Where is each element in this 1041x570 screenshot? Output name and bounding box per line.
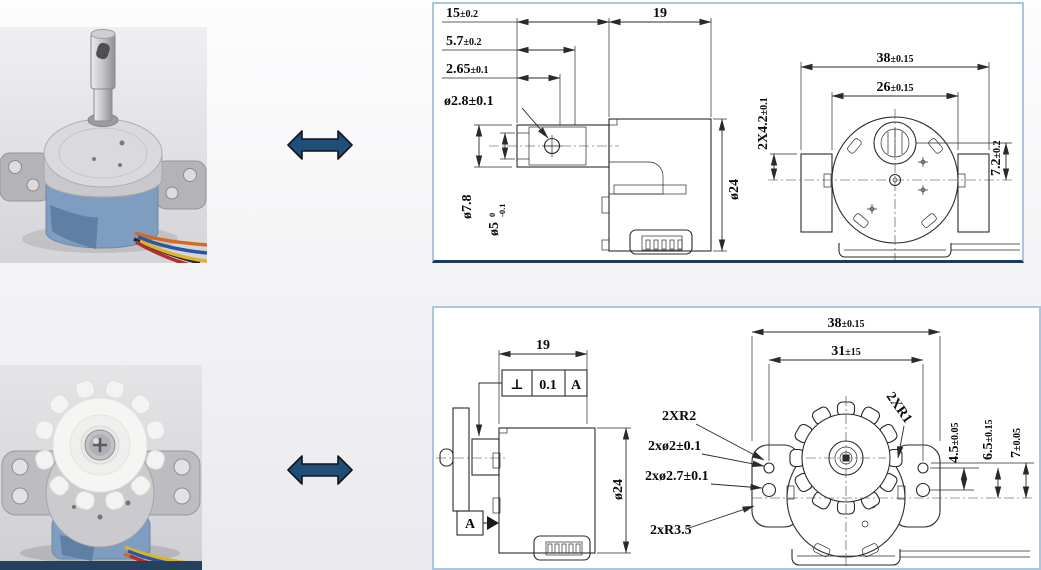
label-2xd2-7: 2xø2.7±0.1 [645, 469, 709, 484]
svg-text:0: 0 [487, 213, 497, 217]
face-hole-marks [867, 157, 928, 214]
double-arrow-icon [287, 130, 353, 160]
label-2xr1: 2XR1 [883, 390, 915, 427]
drawing-panel-top: 15±0.2 5.7±0.2 2.65±0.1 ø2.8±0.1 19 [432, 2, 1024, 263]
photo-bottom-strip [0, 561, 202, 570]
shaft-collar [471, 438, 500, 476]
photo-bottom-illustration [0, 365, 202, 570]
label-2xr2: 2XR2 [662, 409, 696, 424]
front-view-dims: 38±0.15 26±0.15 2X4.2±0.1 7.2±0.2 [756, 51, 1012, 181]
connector [533, 535, 591, 561]
dim-2-65: 2.65±0.1 [446, 62, 489, 77]
svg-text:ø5: ø5 [487, 222, 502, 236]
drawing-bottom: 19 ⊥ 0.1 A A ø [436, 316, 1034, 566]
double-arrow-icon [287, 455, 353, 485]
bracket [609, 161, 664, 195]
drawing-top: 15±0.2 5.7±0.2 2.65±0.1 ø2.8±0.1 19 [442, 6, 1020, 260]
connector [629, 229, 693, 255]
mounting-ear-left [0, 152, 51, 202]
dim-19: 19 [536, 338, 550, 353]
dim-dia2-8: ø2.8±0.1 [444, 94, 494, 109]
output-shaft [87, 29, 119, 127]
dim-2x4-2: 2X4.2±0.1 [756, 97, 771, 150]
length-dims: 15±0.2 5.7±0.2 2.65±0.1 ø2.8±0.1 19 [442, 6, 712, 139]
feature-control-frame: ⊥ 0.1 A [501, 369, 588, 397]
dim-dia24: ø24 [611, 479, 626, 500]
front-view [751, 396, 1034, 566]
front-view [768, 109, 1020, 260]
gearbox-top [43, 118, 163, 198]
side-view-dims: 19 ⊥ 0.1 A A ø [456, 338, 631, 554]
dim-dia7-8: ø7.8 [460, 195, 475, 220]
motor-body-outline [498, 427, 596, 554]
center-screw [84, 429, 116, 461]
dim-6-5: 6.5±0.15 [981, 420, 996, 461]
dim-15: 15±0.2 [446, 6, 478, 21]
white-plastic-gear [34, 379, 166, 511]
label-2xd2: 2xø2±0.1 [648, 439, 701, 454]
dim-31: 31±15 [831, 344, 861, 359]
side-view [489, 118, 712, 255]
fcf-symbol: ⊥ [510, 378, 523, 393]
svg-text:-0.1: -0.1 [497, 204, 507, 217]
gear-side [452, 407, 470, 512]
photo-top-illustration [0, 27, 207, 263]
dim-4-5: 4.5±0.05 [947, 423, 962, 464]
datum-flag: A [456, 510, 499, 536]
ear-right [957, 153, 990, 233]
mounting-ear-right [155, 160, 207, 210]
fcf-leader [475, 382, 502, 437]
fcf-datum: A [571, 378, 582, 393]
datum-label: A [465, 517, 476, 532]
lead-wires [133, 231, 207, 263]
ear-left [800, 153, 833, 233]
leader-dia2-8 [521, 107, 549, 139]
side-view [436, 407, 596, 561]
dim-7: 7±0.05 [1009, 428, 1024, 458]
datum-triangle [487, 516, 499, 530]
dim-dia24: ø24 [727, 179, 742, 200]
diameter-dims: ø7.8 ø5 0 -0.1 ø24 [460, 118, 742, 252]
dim-5-7: 5.7±0.2 [446, 34, 482, 49]
fcf-value: 0.1 [539, 378, 557, 393]
dim-38: 38±0.15 [828, 316, 865, 331]
dim-7-2: 7.2±0.2 [989, 141, 1004, 177]
dim-38: 38±0.15 [877, 51, 914, 66]
dim-dia5: ø5 0 -0.1 [487, 204, 507, 236]
photo-gear-motor-pinion [0, 365, 202, 570]
motor-body-outline [608, 118, 712, 252]
shaft-tip [439, 448, 454, 467]
dim-26: 26±0.15 [877, 80, 914, 95]
drawing-panel-bottom: 19 ⊥ 0.1 A A ø [432, 306, 1041, 570]
label-2xr3-5: 2xR3.5 [650, 523, 692, 538]
dim-19: 19 [653, 6, 667, 21]
photo-gear-motor-shaft [0, 27, 207, 263]
